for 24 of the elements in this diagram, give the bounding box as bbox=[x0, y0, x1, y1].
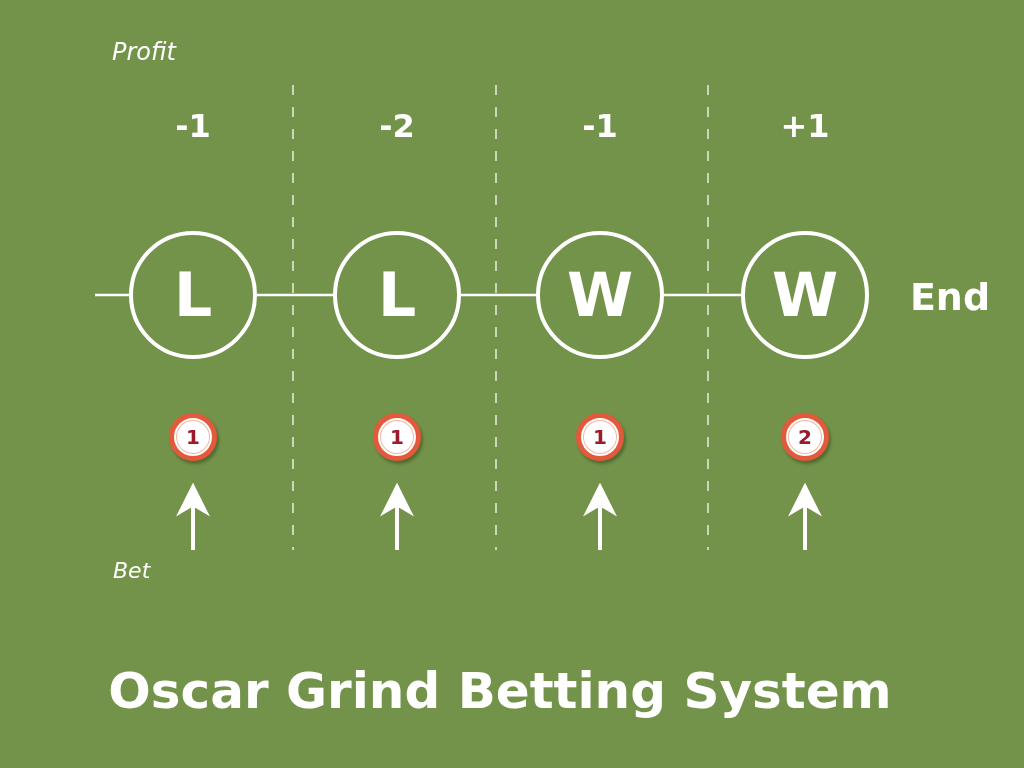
axis-label: Bet bbox=[113, 560, 151, 582]
arrow bbox=[176, 482, 210, 550]
result-circle: L bbox=[333, 231, 461, 359]
arrow bbox=[583, 482, 617, 550]
result-circle: W bbox=[536, 231, 664, 359]
axis-label: Profit bbox=[112, 40, 176, 64]
bet-chip: 1 bbox=[373, 413, 421, 461]
arrow bbox=[380, 482, 414, 550]
bet-chip: 2 bbox=[781, 413, 829, 461]
result-circle: W bbox=[741, 231, 869, 359]
connector-line bbox=[257, 293, 333, 297]
result-circle: L bbox=[129, 231, 257, 359]
profit-value: -2 bbox=[378, 110, 416, 142]
arrow bbox=[788, 482, 822, 550]
profit-value: -1 bbox=[174, 110, 212, 142]
profit-value: +1 bbox=[779, 110, 831, 142]
bet-chip: 1 bbox=[169, 413, 217, 461]
bet-chip: 1 bbox=[576, 413, 624, 461]
connector-line bbox=[95, 293, 129, 297]
profit-value: -1 bbox=[581, 110, 619, 142]
connector-line bbox=[461, 293, 536, 297]
connector-line bbox=[664, 293, 741, 297]
end-label: End bbox=[909, 278, 991, 316]
title: Oscar Grind Betting System bbox=[107, 664, 893, 719]
